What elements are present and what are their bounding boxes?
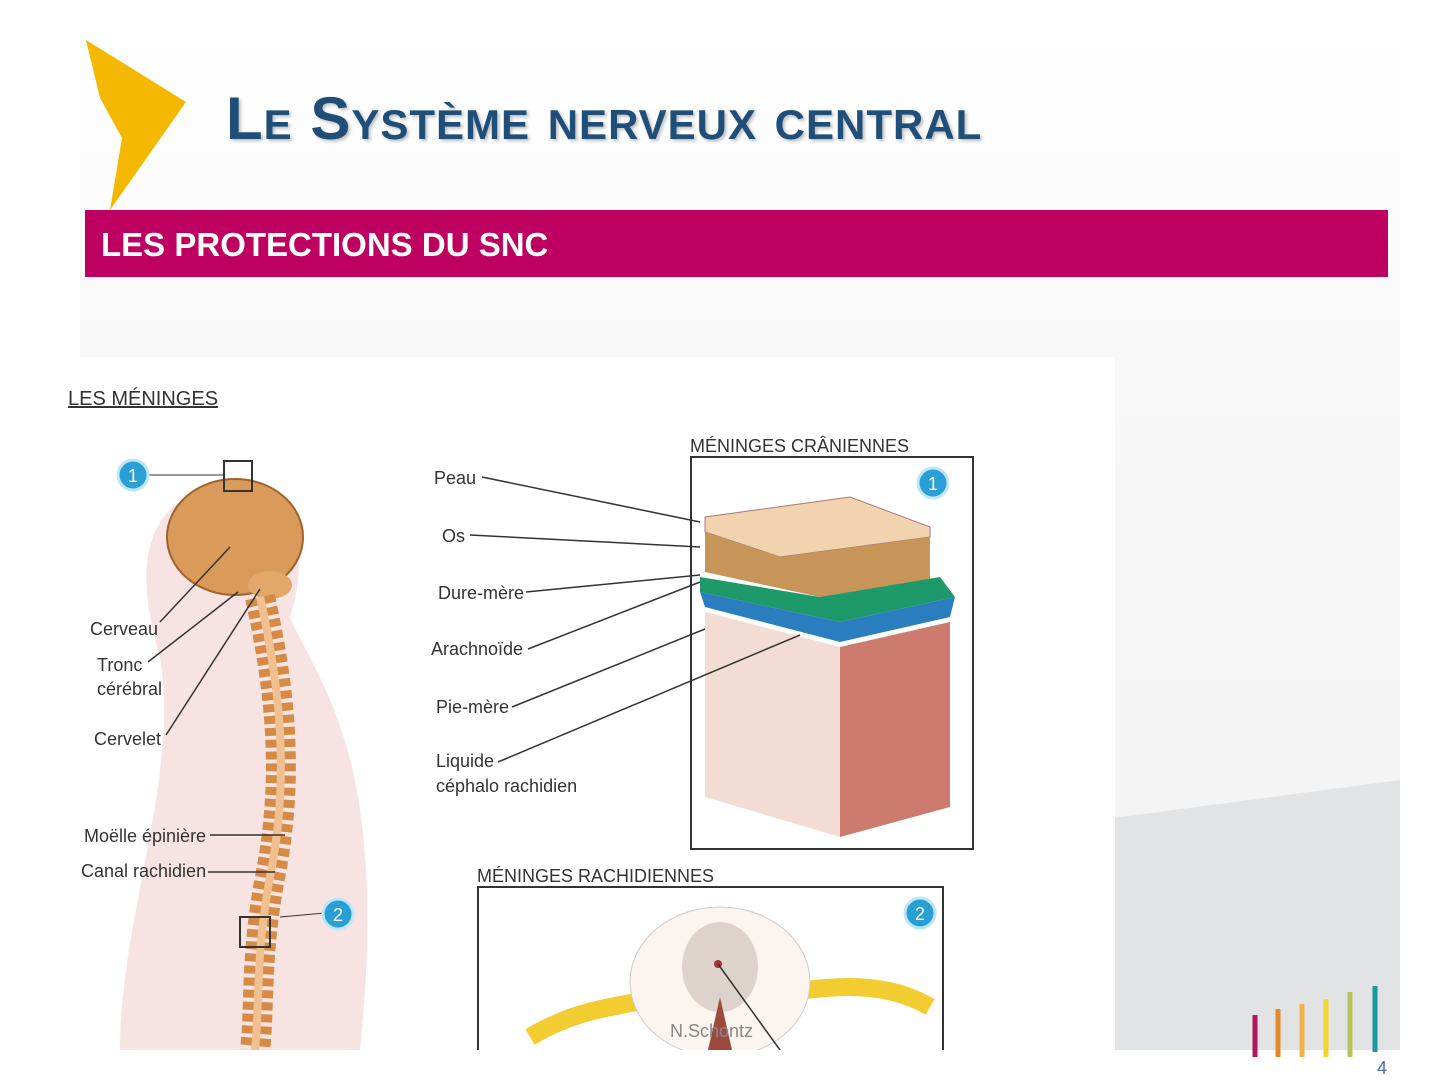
spinal-title: MÉNINGES RACHIDIENNES	[477, 866, 714, 886]
marker-2-spinal	[903, 896, 937, 930]
marker-2	[321, 897, 355, 931]
label-arachnoide: Arachnoïde	[431, 639, 523, 659]
svg-text:2: 2	[915, 904, 925, 924]
slide-title: Le Système nerveux central	[226, 85, 983, 152]
label-cerebral: cérébral	[97, 679, 162, 699]
figure-heading: LES MÉNINGES	[68, 387, 218, 410]
label-moelle: Moëlle épinière	[84, 826, 206, 846]
watermark: N.Schontz	[670, 1021, 753, 1041]
svg-text:2: 2	[333, 905, 343, 925]
svg-text:1: 1	[128, 466, 138, 486]
page-number: 4	[1377, 1058, 1388, 1078]
marker-1-cranial	[916, 466, 950, 500]
label-pie-mere: Pie-mère	[436, 697, 509, 717]
chevron-logo-icon	[86, 40, 186, 210]
label-liquide: Liquide	[436, 751, 494, 771]
brand-logo-bars	[1252, 986, 1378, 1057]
section-title: LES PROTECTIONS DU SNC	[101, 226, 549, 263]
label-dure-mere: Dure-mère	[438, 583, 524, 603]
label-cervelet: Cervelet	[94, 729, 161, 749]
svg-text:1: 1	[928, 474, 938, 494]
marker-1	[116, 458, 150, 492]
label-canal: Canal rachidien	[81, 861, 206, 881]
label-peau: Peau	[434, 468, 476, 488]
label-tronc: Tronc	[97, 655, 142, 675]
meninges-figure: LES MÉNINGES 1 2 Cerveau Tronc cérébral …	[60, 357, 1115, 1058]
label-cerveau: Cerveau	[90, 619, 158, 639]
label-cephalo: céphalo rachidien	[436, 776, 577, 796]
cranial-title: MÉNINGES CRÂNIENNES	[690, 436, 909, 456]
section-bar: LES PROTECTIONS DU SNC	[85, 210, 1388, 277]
label-os: Os	[442, 526, 465, 546]
